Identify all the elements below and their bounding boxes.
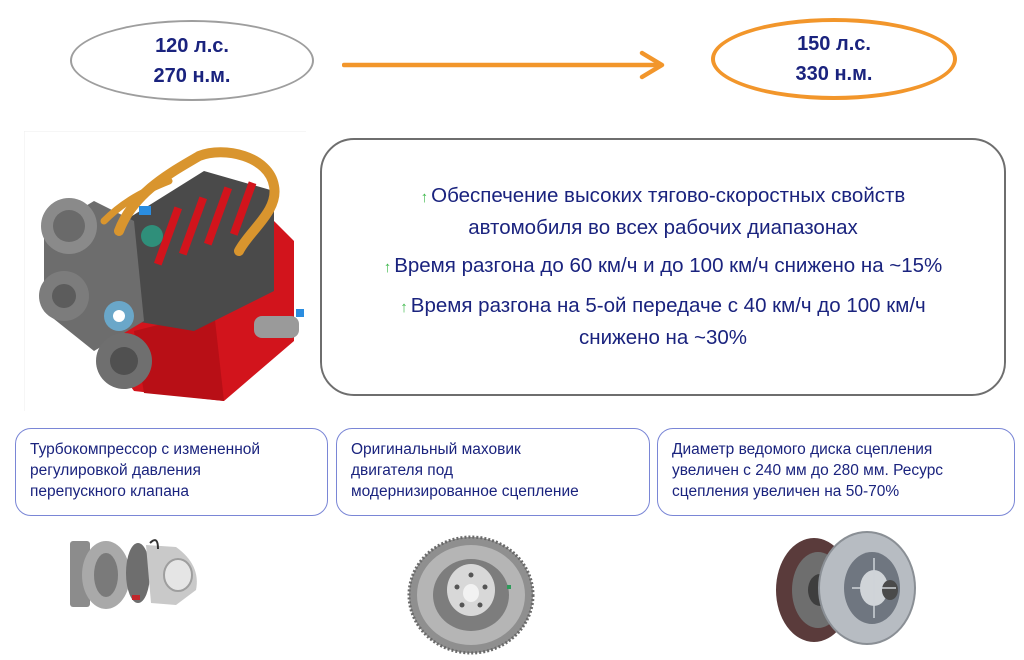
green-up-arrow-icon: ↑ — [420, 189, 429, 206]
benefit-item: ↑Время разгона до 60 км/ч и до 100 км/ч … — [384, 251, 943, 283]
card-line: Турбокомпрессор с измененной — [30, 441, 261, 458]
benefit-text: автомобиля во всех рабочих диапазонах — [468, 216, 858, 239]
power-after: 150 л.с. — [797, 33, 871, 55]
green-up-arrow-icon: ↑ — [400, 299, 408, 316]
torque-after: 330 н.м. — [795, 63, 873, 85]
turbocharger-image — [70, 539, 197, 609]
card-line: регулировкой давления — [30, 462, 201, 479]
engine-image — [24, 131, 306, 411]
torque-before: 270 н.м. — [153, 64, 231, 87]
card-line: модернизированное сцепление — [351, 483, 579, 500]
benefit-text: Время разгона на 5-ой передаче с 40 км/ч… — [410, 294, 926, 317]
card-line: перепускного клапана — [30, 483, 189, 500]
green-up-arrow-icon: ↑ — [383, 259, 392, 276]
spec-before-ellipse: 120 л.с. 270 н.м. — [70, 20, 314, 101]
clutch-card: Диаметр ведомого диска сцепления увеличе… — [657, 428, 1015, 516]
flywheel-image — [407, 535, 535, 655]
turbocharger-card: Турбокомпрессор с измененной регулировко… — [15, 428, 328, 516]
benefit-text: снижено на ~30% — [579, 326, 747, 349]
card-line: Оригинальный маховик — [351, 441, 521, 458]
benefit-item: ↑Обеспечение высоких тягово-скоростных с… — [421, 181, 906, 243]
card-line: Диаметр ведомого диска сцепления — [672, 441, 933, 458]
flywheel-card: Оригинальный маховик двигателя под модер… — [336, 428, 650, 516]
benefits-box: ↑Обеспечение высоких тягово-скоростных с… — [320, 138, 1006, 396]
spec-after-ellipse: 150 л.с. 330 н.м. — [711, 18, 957, 100]
card-line: сцепления увеличен на 50-70% — [672, 483, 900, 500]
clutch-image — [776, 531, 916, 645]
benefit-item: ↑Время разгона на 5-ой передаче с 40 км/… — [400, 291, 925, 353]
card-line: увеличен с 240 мм до 280 мм. Ресурс — [672, 462, 944, 479]
card-line: двигателя под — [351, 462, 454, 479]
upgrade-arrow-icon — [342, 50, 665, 80]
benefit-text: Обеспечение высоких тягово-скоростных св… — [431, 184, 906, 207]
power-before: 120 л.с. — [155, 34, 229, 57]
benefit-text: Время разгона до 60 км/ч и до 100 км/ч с… — [394, 254, 943, 277]
